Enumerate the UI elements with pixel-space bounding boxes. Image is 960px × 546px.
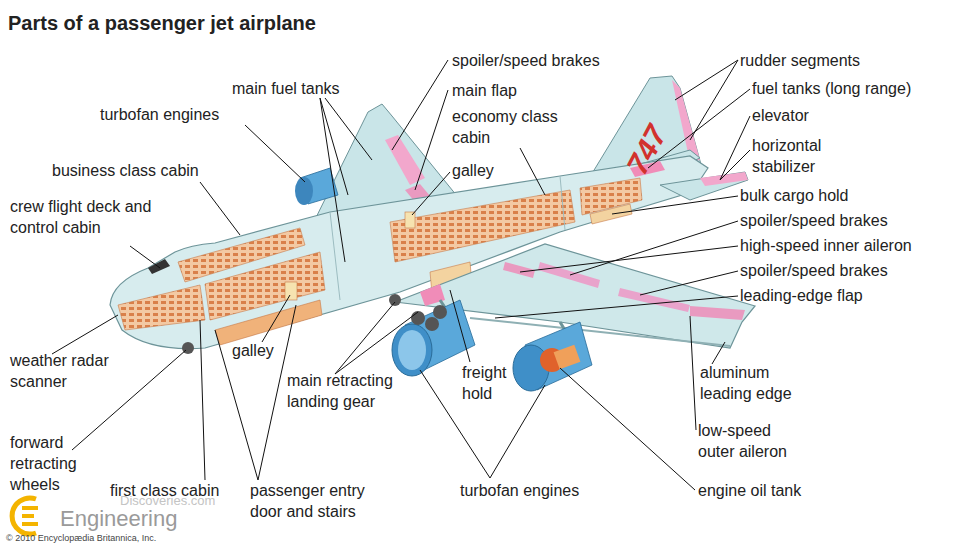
leader-line — [450, 290, 470, 362]
bulkhead — [560, 176, 565, 230]
outer-aileron — [690, 306, 745, 320]
part-label: turbofan engines — [100, 104, 219, 125]
part-label: weather radar scanner — [10, 350, 140, 392]
cargo-containers — [215, 300, 322, 345]
leader-line — [675, 60, 738, 100]
part-label: fuel tanks (long range) — [752, 78, 911, 99]
leader-line — [130, 246, 160, 268]
leader-line — [200, 320, 205, 480]
leader-line — [495, 296, 738, 318]
leader-line — [720, 116, 750, 180]
bulk-cargo — [590, 204, 632, 224]
logo-arc — [12, 498, 36, 534]
galley-unit — [405, 212, 415, 228]
part-label: aluminum leading edge — [700, 362, 818, 404]
leader-line — [690, 316, 696, 430]
leader-line — [245, 125, 305, 182]
part-label: spoiler/speed brakes — [740, 210, 888, 231]
part-label: rudder segments — [740, 50, 860, 71]
watermark: Engineering — [60, 508, 177, 529]
near-stabilizer — [660, 172, 748, 200]
tail-number: 747 — [622, 121, 672, 179]
leader-line — [320, 98, 345, 262]
leader-line — [690, 60, 738, 140]
leader-line — [335, 312, 418, 374]
part-label: passenger entry door and stairs — [250, 480, 395, 522]
leader-line — [412, 172, 450, 215]
part-label: main fuel tanks — [232, 78, 340, 99]
leader-line — [612, 196, 738, 214]
logo-bar — [22, 514, 34, 518]
copyright-note: © 2010 Encyclopædia Britannica, Inc. — [6, 533, 156, 543]
leader-line — [712, 342, 725, 364]
part-label: main retracting landing gear — [287, 370, 427, 412]
logo-bar — [22, 522, 38, 526]
leader-line — [520, 246, 738, 272]
logo-bar — [22, 506, 38, 510]
watermark: Discoveries.com — [120, 490, 215, 511]
part-label: leading-edge flap — [740, 285, 863, 306]
leader-line — [200, 182, 240, 235]
part-label: business class cabin — [52, 160, 199, 181]
part-label: engine oil tank — [698, 480, 801, 501]
engine-intake — [392, 324, 432, 376]
part-label: galley — [452, 160, 494, 181]
leader-line — [52, 315, 118, 354]
wheel — [411, 311, 425, 325]
leader-line — [520, 148, 545, 195]
inner-aileron — [503, 262, 535, 278]
engine-internals — [554, 345, 581, 369]
part-label: spoiler/speed brakes — [740, 260, 888, 281]
leader-line — [392, 60, 448, 150]
leader-line — [335, 302, 395, 374]
leader-line — [648, 89, 750, 168]
part-label: turbofan engines — [460, 480, 579, 501]
part-label: galley — [232, 340, 274, 361]
part-label: economy class cabin — [452, 106, 562, 148]
bulkhead — [330, 212, 340, 300]
part-label: freight hold — [462, 362, 532, 404]
leader-line — [490, 385, 545, 478]
part-label: forward retracting wheels — [10, 432, 120, 495]
wheel — [425, 317, 439, 331]
part-label: crew flight deck and control cabin — [10, 196, 190, 238]
part-label: horizontal stabilizer — [752, 135, 862, 177]
part-label: elevator — [752, 105, 809, 126]
part-label: spoiler/speed brakes — [452, 50, 600, 71]
leader-line — [560, 368, 695, 490]
leader-line — [320, 98, 348, 195]
rudder — [672, 80, 700, 162]
leader-line — [570, 221, 738, 275]
leader-line — [415, 90, 448, 190]
part-label: low-speed outer aileron — [698, 420, 806, 462]
leader-line — [640, 271, 738, 295]
leader-lines — [52, 60, 750, 490]
wheel — [389, 294, 401, 306]
galley-unit — [285, 282, 297, 300]
elevator — [700, 172, 748, 186]
part-label: high-speed inner aileron — [740, 235, 912, 256]
wheel — [433, 305, 447, 319]
diagram-title: Parts of a passenger jet airplane — [8, 12, 316, 35]
leader-line — [262, 295, 290, 342]
engine-fan — [398, 330, 426, 370]
leader-line — [325, 98, 372, 160]
leader-line — [720, 150, 750, 180]
part-label: main flap — [452, 80, 517, 101]
leader-line — [258, 305, 296, 480]
part-label: bulk cargo hold — [740, 185, 849, 206]
first-class-seats — [118, 285, 205, 330]
